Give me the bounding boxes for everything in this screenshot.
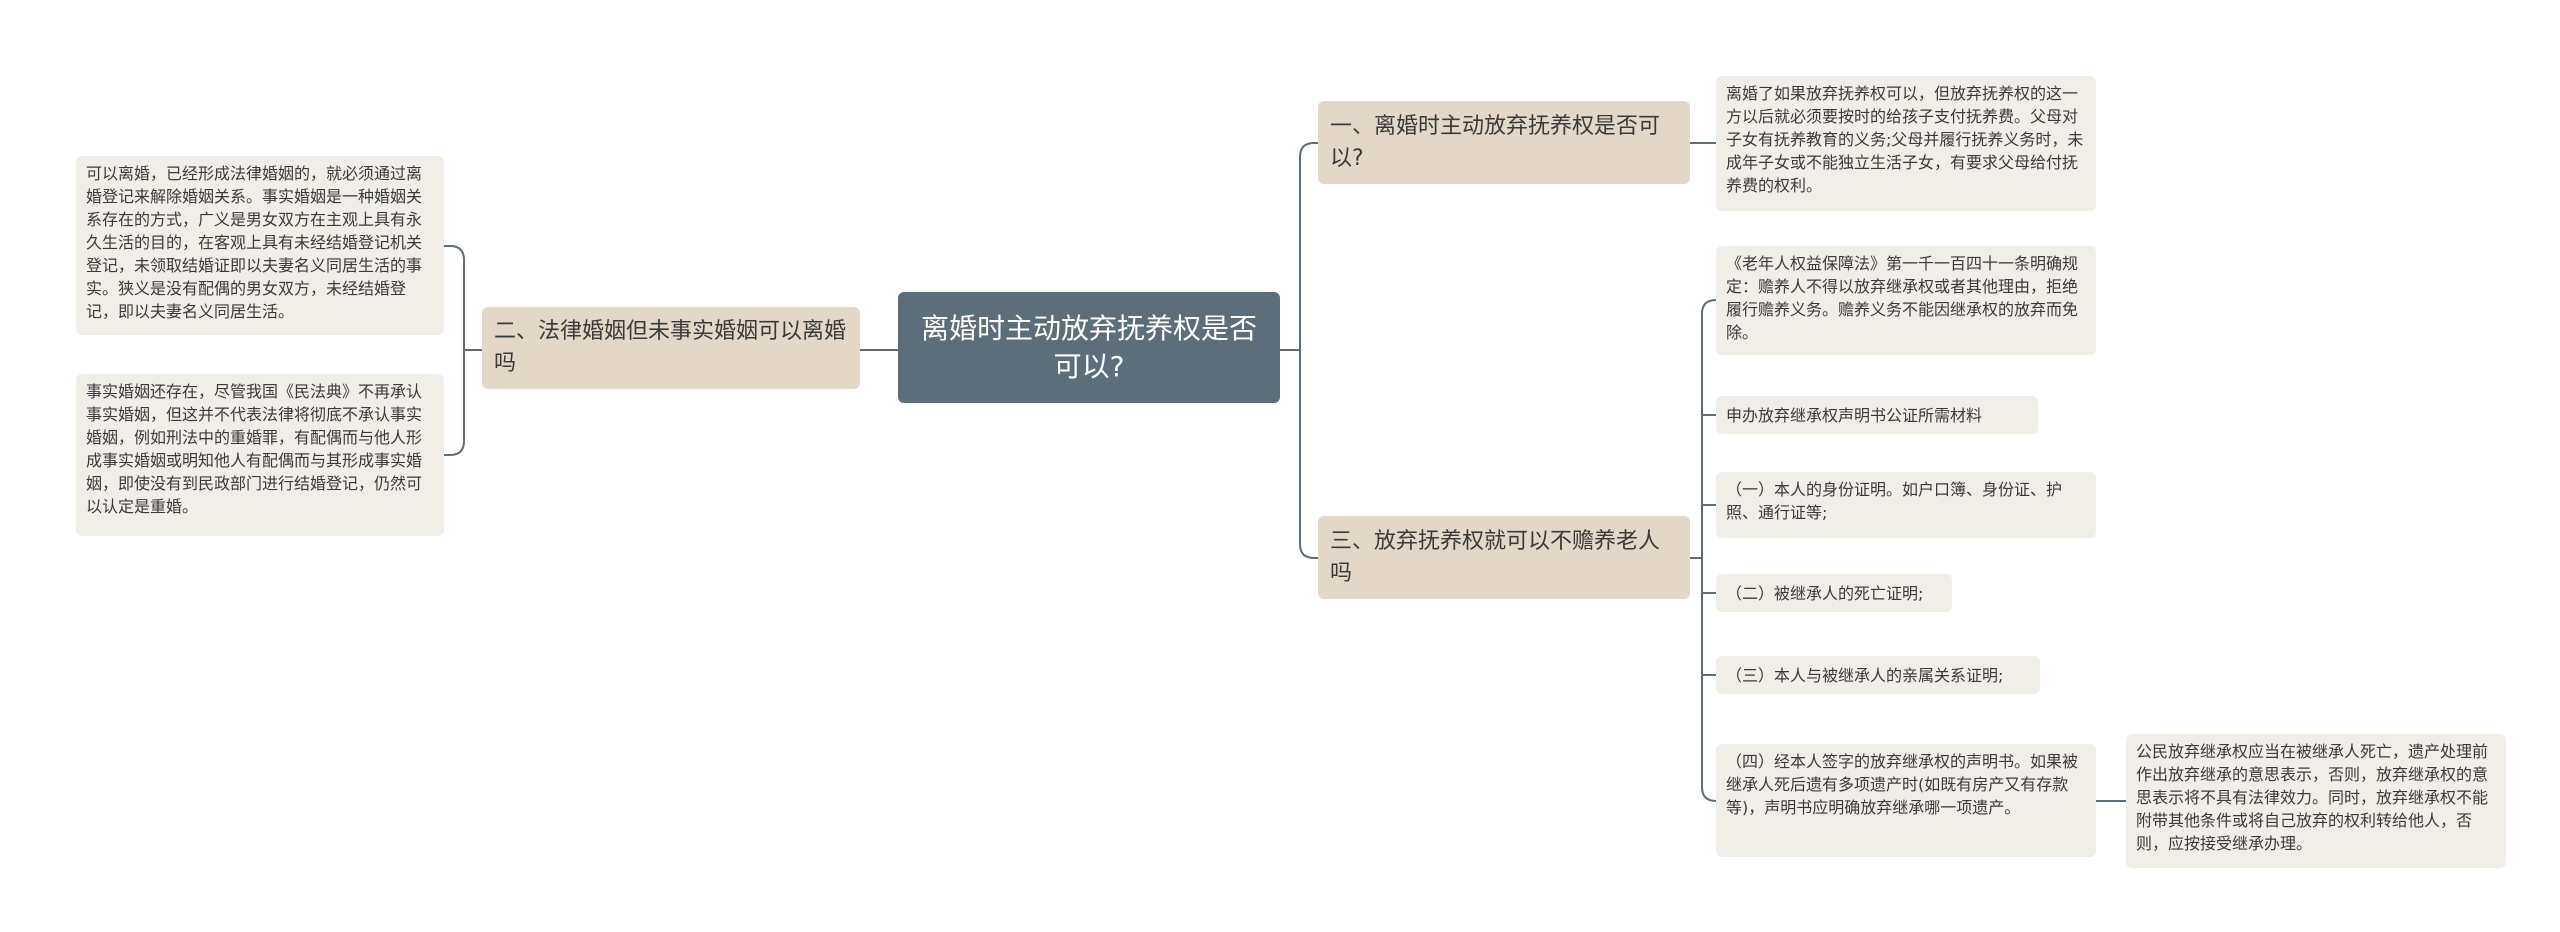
- leaf-text: 《老年人权益保障法》第一千一百四十一条明确规定：赡养人不得以放弃继承权或者其他理…: [1726, 254, 2079, 342]
- branch-2-leaf-1[interactable]: 可以离婚，已经形成法律婚姻的，就必须通过离婚登记来解除婚姻关系。事实婚姻是一种婚…: [76, 156, 444, 335]
- leaf-text: （三）本人与被继承人的亲属关系证明;: [1726, 665, 2004, 685]
- branch-3-leaf-6-sub[interactable]: 公民放弃继承权应当在被继承人死亡，遗产处理前作出放弃继承的意思表示，否则，放弃继…: [2126, 734, 2506, 868]
- leaf-text: （一）本人的身份证明。如户口簿、身份证、护照、通行证等;: [1726, 480, 2063, 522]
- leaf-text: 申办放弃继承权声明书公证所需材料: [1726, 405, 1983, 425]
- branch-3-leaf-5[interactable]: （三）本人与被继承人的亲属关系证明;: [1716, 656, 2040, 694]
- leaf-text: 可以离婚，已经形成法律婚姻的，就必须通过离婚登记来解除婚姻关系。事实婚姻是一种婚…: [86, 164, 423, 321]
- branch-1-label: 一、离婚时主动放弃抚养权是否可以?: [1330, 113, 1661, 171]
- leaf-text: 离婚了如果放弃抚养权可以，但放弃抚养权的这一方以后就必须要按时的给孩子支付抚养费…: [1726, 84, 2084, 195]
- branch-3-leaf-2[interactable]: 申办放弃继承权声明书公证所需材料: [1716, 396, 2038, 434]
- root-topic-label: 离婚时主动放弃抚养权是否可以?: [920, 311, 1257, 383]
- root-topic[interactable]: 离婚时主动放弃抚养权是否可以?: [898, 292, 1280, 403]
- leaf-text: 事实婚姻还存在，尽管我国《民法典》不再承认事实婚姻，但这并不代表法律将彻底不承认…: [86, 382, 423, 516]
- branch-2-leaf-2[interactable]: 事实婚姻还存在，尽管我国《民法典》不再承认事实婚姻，但这并不代表法律将彻底不承认…: [76, 374, 444, 536]
- leaf-text: 公民放弃继承权应当在被继承人死亡，遗产处理前作出放弃继承的意思表示，否则，放弃继…: [2136, 742, 2489, 853]
- branch-3-leaf-1[interactable]: 《老年人权益保障法》第一千一百四十一条明确规定：赡养人不得以放弃继承权或者其他理…: [1716, 246, 2096, 355]
- branch-3-leaf-4[interactable]: （二）被继承人的死亡证明;: [1716, 574, 1952, 612]
- branch-2-topic[interactable]: 二、法律婚姻但未事实婚姻可以离婚吗: [482, 307, 860, 389]
- branch-3-topic[interactable]: 三、放弃抚养权就可以不赡养老人吗: [1318, 516, 1690, 599]
- branch-3-label: 三、放弃抚养权就可以不赡养老人吗: [1330, 528, 1661, 586]
- leaf-text: （四）经本人签字的放弃继承权的声明书。如果被继承人死后遗有多项遗产时(如既有房产…: [1726, 752, 2079, 817]
- branch-1-leaf-1[interactable]: 离婚了如果放弃抚养权可以，但放弃抚养权的这一方以后就必须要按时的给孩子支付抚养费…: [1716, 76, 2096, 211]
- branch-3-leaf-6[interactable]: （四）经本人签字的放弃继承权的声明书。如果被继承人死后遗有多项遗产时(如既有房产…: [1716, 744, 2096, 857]
- branch-2-label: 二、法律婚姻但未事实婚姻可以离婚吗: [494, 319, 847, 376]
- branch-3-leaf-3[interactable]: （一）本人的身份证明。如户口簿、身份证、护照、通行证等;: [1716, 472, 2096, 538]
- branch-1-topic[interactable]: 一、离婚时主动放弃抚养权是否可以?: [1318, 101, 1690, 184]
- leaf-text: （二）被继承人的死亡证明;: [1726, 583, 1924, 603]
